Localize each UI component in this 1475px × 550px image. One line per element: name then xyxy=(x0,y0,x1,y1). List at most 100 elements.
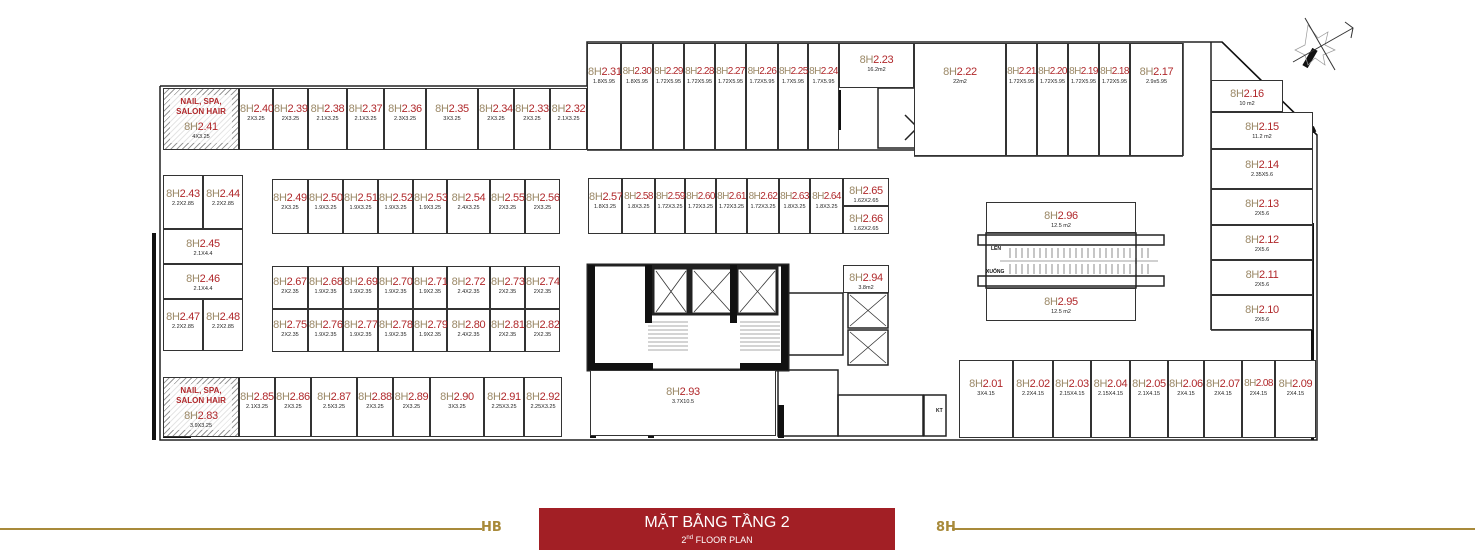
unit-prefix: 8H xyxy=(435,103,449,115)
unit-code: 8H2.44 xyxy=(204,188,242,200)
unit-code: 8H2.96 xyxy=(987,210,1135,222)
unit-dimension: 2X2.35 xyxy=(533,289,552,295)
unit-code: 8H2.64 xyxy=(811,191,842,203)
unit-code: 8H2.09 xyxy=(1276,378,1315,390)
